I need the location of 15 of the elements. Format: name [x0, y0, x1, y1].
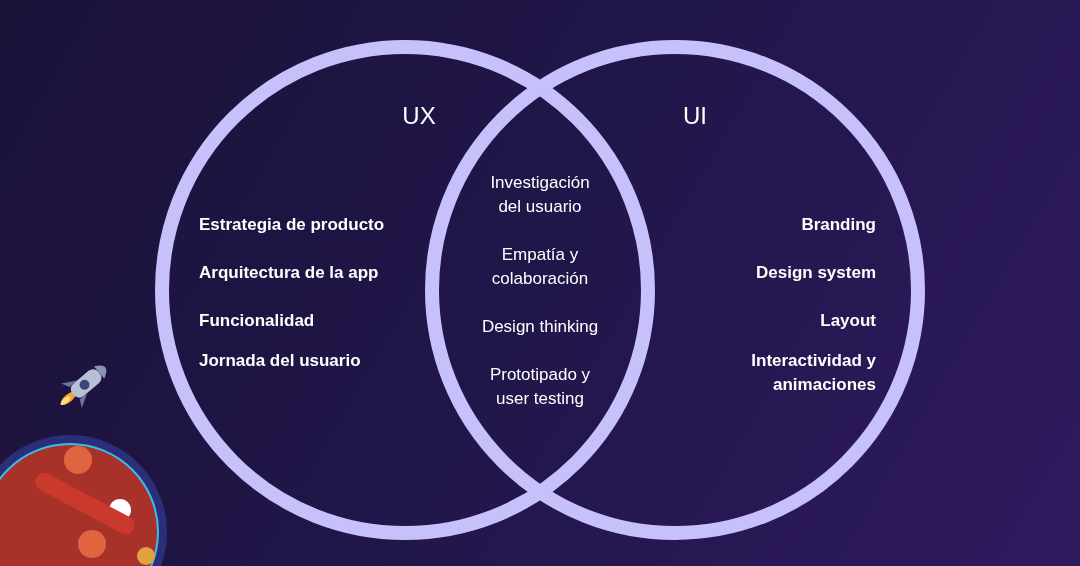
venn-circle	[155, 40, 655, 540]
list-item: Estrategia de producto	[199, 214, 385, 236]
list-item: Design system	[756, 262, 876, 284]
list-item: Interactividad y animaciones	[750, 350, 876, 396]
circle-title: UX	[402, 104, 436, 128]
list-item: Investigación del usuario	[489, 172, 591, 218]
list-item: Prototipado y user testing	[488, 364, 592, 410]
circle-title: UI	[683, 104, 707, 128]
list-item: Jornada del usuario	[199, 350, 361, 372]
list-item: Funcionalidad	[199, 310, 315, 332]
list-item: Layout	[820, 310, 876, 332]
list-item: Arquitectura de la app	[199, 262, 379, 284]
list-item: Branding	[801, 214, 876, 236]
list-item: Empatía y colaboración	[490, 244, 590, 290]
list-item: Design thinking	[481, 316, 599, 338]
